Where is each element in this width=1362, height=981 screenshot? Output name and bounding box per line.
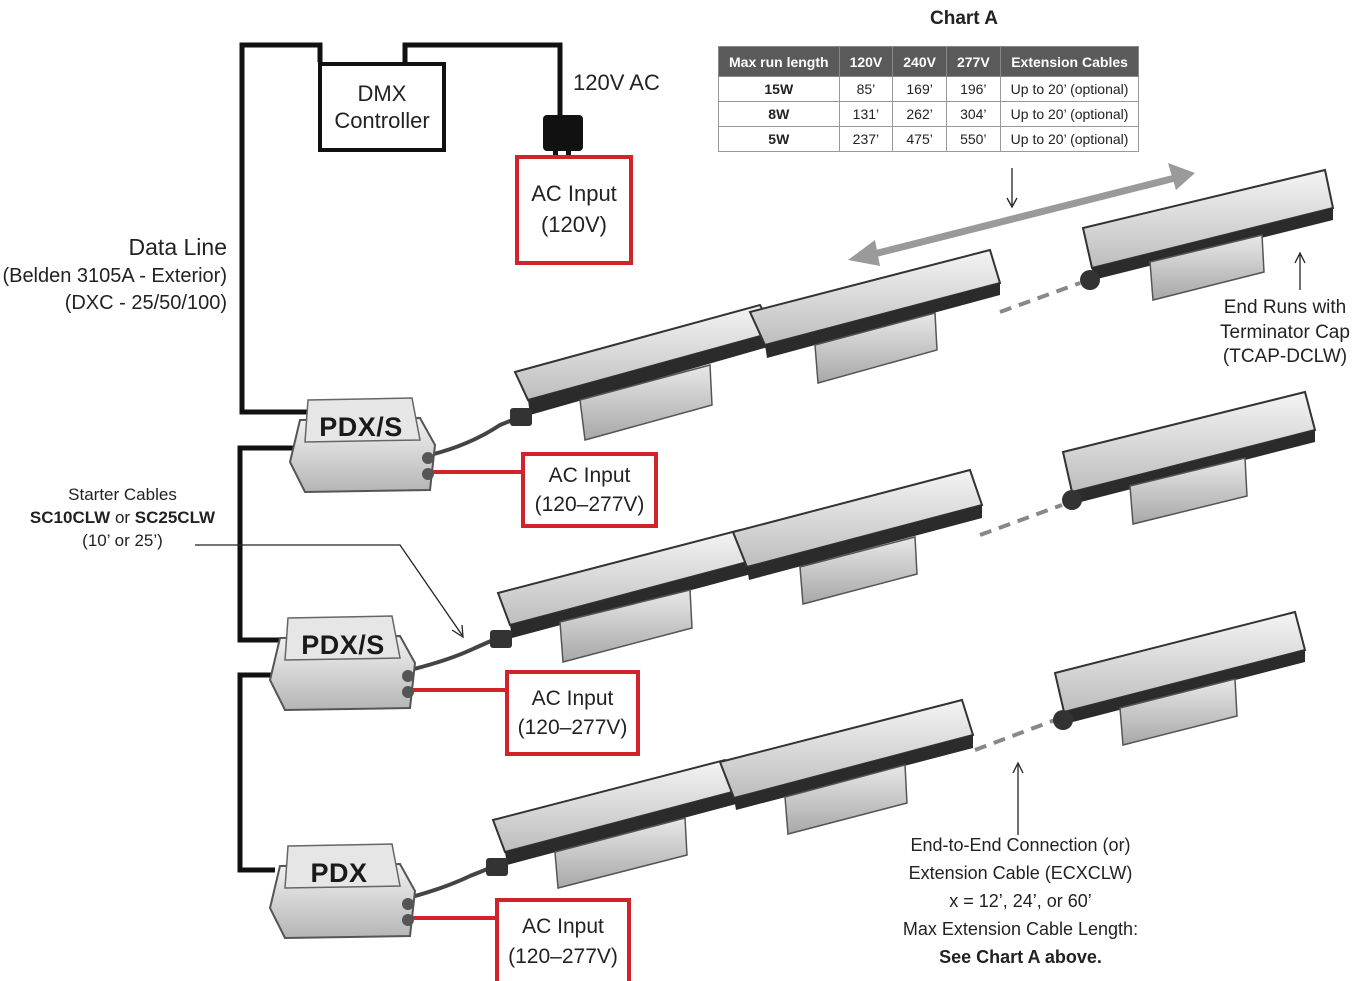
table-header: 277V bbox=[945, 46, 1001, 77]
pdx-box-2 bbox=[268, 615, 417, 712]
table-cell: 237’ bbox=[838, 126, 894, 152]
connection-note-line1: End-to-End Connection (or) bbox=[910, 835, 1131, 855]
starter-cables-lengths: (10’ or 25’) bbox=[82, 530, 163, 550]
end-runs-line1: End Runs with bbox=[1223, 297, 1347, 318]
table-header: 120V bbox=[838, 46, 894, 77]
data-line-variants: (DXC - 25/50/100) bbox=[64, 292, 227, 315]
table-cell: 262’ bbox=[892, 101, 947, 127]
connection-note-line5: See Chart A above. bbox=[939, 946, 1102, 967]
pdx-label-3: PDX bbox=[310, 858, 368, 888]
ac-input-line2: (120–277V) bbox=[517, 716, 628, 739]
pdx-box-1 bbox=[288, 397, 437, 494]
data-line-wires bbox=[237, 42, 563, 873]
table-cell: Up to 20’ (optional) bbox=[999, 126, 1140, 152]
ac-input-line1: AC Input bbox=[531, 686, 614, 710]
run-length-table: Max run length 120V 240V 277V Extension … bbox=[718, 46, 1140, 152]
data-line-label: Data Line (Belden 3105A - Exterior) (DXC… bbox=[2, 232, 227, 317]
connection-note-line2: Extension Cable (ECXCLW) bbox=[908, 862, 1133, 883]
ac-input-box-1: AC Input (120–277V) bbox=[521, 452, 658, 528]
table-row: 15W 85’ 169’ 196’ Up to 20’ (optional) bbox=[718, 76, 1140, 102]
starter-cables-title: Starter Cables bbox=[68, 485, 177, 504]
table-cell: 169’ bbox=[892, 76, 947, 102]
pdx-label-1: PDX/S bbox=[319, 412, 403, 442]
end-runs-line3: (TCAP-DCLW) bbox=[1222, 346, 1348, 368]
table-header: 240V bbox=[892, 46, 947, 77]
connection-note-line4: Max Extension Cable Length: bbox=[902, 918, 1139, 939]
ac-input-box-2: AC Input (120–277V) bbox=[505, 670, 640, 756]
run-length-arrow-icon bbox=[848, 163, 1195, 266]
dmx-line1: DMX bbox=[357, 80, 407, 106]
pointer-arrows bbox=[195, 168, 1306, 835]
fixture-row-3 bbox=[486, 610, 1307, 889]
connection-note: End-to-End Connection (or) Extension Cab… bbox=[888, 832, 1153, 971]
connection-note-line3: x = 12’, 24’, or 60’ bbox=[949, 890, 1092, 911]
starter-cable-or: or bbox=[110, 507, 135, 527]
table-cell: 475’ bbox=[892, 126, 947, 152]
table-cell: 131’ bbox=[838, 101, 894, 127]
table-row: 8W 131’ 262’ 304’ Up to 20’ (optional) bbox=[718, 101, 1140, 127]
table-cell: 196’ bbox=[945, 76, 1001, 102]
plug-voltage-label: 120V AC bbox=[573, 70, 660, 95]
dmx-controller-box: DMX Controller bbox=[318, 62, 446, 152]
table-cell: 5W bbox=[718, 126, 840, 152]
table-row: 5W 237’ 475’ 550’ Up to 20’ (optional) bbox=[718, 126, 1140, 152]
ac-input-line1: AC Input bbox=[548, 463, 631, 487]
table-header: Max run length bbox=[718, 46, 840, 77]
table-cell: 304’ bbox=[945, 101, 1001, 127]
fixture-row-2 bbox=[490, 390, 1317, 663]
starter-cable-part-a: SC10CLW bbox=[29, 507, 111, 527]
end-runs-line2: Terminator Cap bbox=[1220, 321, 1350, 343]
ac-input-line1: AC Input bbox=[531, 181, 617, 207]
starter-cables bbox=[407, 413, 526, 900]
ac-input-box-3: AC Input (120–277V) bbox=[495, 898, 631, 981]
ac-wires bbox=[408, 470, 522, 920]
pdx-label-2: PDX/S bbox=[301, 630, 385, 660]
ac-input-line2: (120–277V) bbox=[508, 944, 618, 968]
dmx-line2: Controller bbox=[334, 108, 430, 133]
chart-title: Chart A bbox=[930, 8, 998, 29]
ac-input-line1: AC Input bbox=[522, 915, 604, 939]
fixture-row-1 bbox=[510, 168, 1335, 441]
ac-input-top-box: AC Input (120V) bbox=[515, 155, 633, 265]
pdx-box-3 bbox=[268, 843, 417, 940]
data-line-cable: (Belden 3105A - Exterior) bbox=[2, 265, 227, 288]
table-cell: Up to 20’ (optional) bbox=[999, 76, 1140, 102]
starter-cables-label: Starter Cables SC10CLW or SC25CLW (10’ o… bbox=[0, 484, 245, 553]
table-cell: 15W bbox=[718, 76, 840, 102]
table-cell: 8W bbox=[718, 101, 840, 127]
table-cell: Up to 20’ (optional) bbox=[999, 101, 1140, 127]
extension-cables bbox=[974, 281, 1081, 752]
table-cell: 85’ bbox=[838, 76, 894, 102]
ac-input-line2: (120V) bbox=[540, 212, 608, 237]
table-cell: 550’ bbox=[945, 126, 1001, 152]
table-header: Extension Cables bbox=[999, 46, 1140, 77]
starter-cable-part-b: SC25CLW bbox=[134, 507, 216, 527]
end-runs-label: End Runs with Terminator Cap (TCAP-DCLW) bbox=[1205, 296, 1362, 370]
ac-input-line2: (120–277V) bbox=[534, 493, 645, 516]
starter-cables-parts: SC10CLW or SC25CLW bbox=[0, 507, 245, 530]
data-line-title: Data Line bbox=[128, 234, 227, 260]
